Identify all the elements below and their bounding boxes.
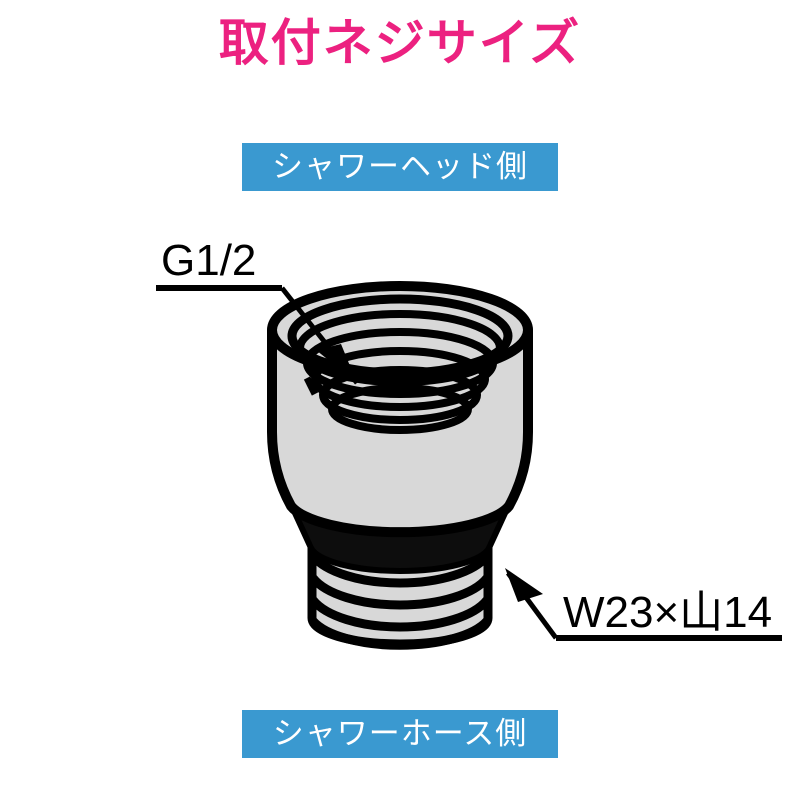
callout-arrowhead-bottom xyxy=(505,568,543,602)
internal-thread-ring-3 xyxy=(311,347,489,411)
page-title: 取付ネジサイズ xyxy=(218,15,582,71)
nipple-thread-band-2 xyxy=(308,573,492,610)
callout-leader-w23 xyxy=(505,568,782,641)
label-shower-head-side: シャワーヘッド側 xyxy=(242,143,558,191)
callout-arrowhead-top xyxy=(316,344,357,383)
internal-thread-ring-5 xyxy=(328,384,472,434)
internal-thread-ring-4 xyxy=(319,366,481,424)
callout-leader-g12 xyxy=(156,285,359,385)
thread-helix-joint-1 xyxy=(296,346,311,365)
nipple-thread-band-4 xyxy=(308,616,492,650)
nipple-thread-band-3 xyxy=(308,595,492,632)
callout-label-w23: W23×山14 xyxy=(563,588,773,637)
nipple-thread-band-1 xyxy=(308,551,492,588)
upper-collar xyxy=(267,281,533,574)
callout-label-g12: G1/2 xyxy=(161,236,257,285)
label-shower-hose-side: シャワーホース側 xyxy=(242,710,558,758)
thread-helix-joint-2 xyxy=(303,376,319,396)
